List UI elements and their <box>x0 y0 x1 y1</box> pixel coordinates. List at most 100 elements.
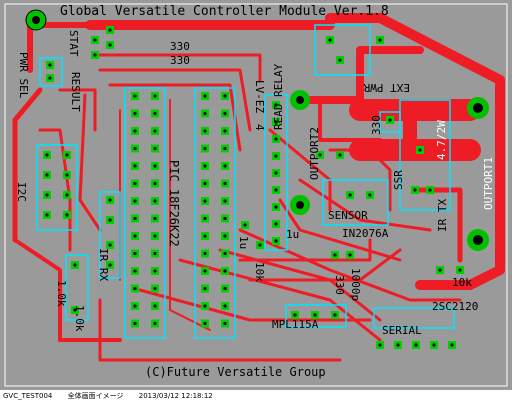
mounting-holes <box>25 9 489 251</box>
pad-drill <box>333 253 337 257</box>
pad-drill <box>274 154 278 158</box>
pad-drill <box>203 129 207 133</box>
pad-drill <box>65 193 69 197</box>
pad-drill <box>203 146 207 151</box>
pad-drill <box>133 94 137 98</box>
pad-drill <box>293 313 297 317</box>
pad-drill <box>133 216 137 221</box>
pad-drill <box>328 38 332 42</box>
serial-pads <box>376 341 456 349</box>
pad-drill <box>133 164 137 168</box>
resistor-1k-outline <box>65 254 89 321</box>
pad-drill <box>73 308 77 312</box>
pad-drill <box>223 321 227 326</box>
serial-header-outline <box>373 307 455 329</box>
pad-drill <box>203 181 207 186</box>
outport2-terminal-top-drill <box>296 96 304 104</box>
label-r2: 1.0k <box>73 305 86 332</box>
pad-drill <box>378 38 382 42</box>
copper-traces <box>12 13 505 362</box>
pad-drill <box>93 53 97 57</box>
pad-drill <box>133 234 137 238</box>
pad-drill <box>333 313 337 317</box>
pic-left-header-outline <box>124 87 166 339</box>
pad-drill <box>274 188 278 192</box>
label-2sc2120: 2SC2120 <box>432 300 478 313</box>
pad-drill <box>223 269 227 273</box>
pad-drill <box>153 269 157 273</box>
pads <box>43 26 464 349</box>
i2c-connector-outline <box>36 144 78 231</box>
ext-pwr-jack-outline <box>314 24 371 76</box>
pad-drill <box>203 321 207 326</box>
pad-drill <box>133 181 137 186</box>
pad-drill <box>438 268 442 272</box>
lv-ez4-pads <box>272 101 280 245</box>
label-r330c: 330 <box>370 115 383 135</box>
pad-drill <box>133 269 137 273</box>
label-r47: 4.7/2W <box>435 120 448 160</box>
pad-drill <box>65 173 69 177</box>
i2c-pads <box>43 151 71 219</box>
label-r1: 1.0k <box>55 280 68 307</box>
label-serial: SERIAL <box>382 324 422 337</box>
outport1-terminal-bottom-drill <box>473 235 483 245</box>
board-footer: (C)Future Versatile Group <box>145 365 326 379</box>
pad-drill <box>223 129 227 133</box>
pad-drill <box>450 343 454 347</box>
pad-drill <box>414 343 418 347</box>
pad-drill <box>428 188 432 192</box>
pad-drill <box>153 129 157 133</box>
sensor-outline <box>322 179 389 226</box>
pad-drill <box>338 58 342 62</box>
pad-drill <box>223 94 227 98</box>
pad-drill <box>203 216 207 221</box>
pad-drill <box>45 193 49 197</box>
pad-drill <box>223 111 227 116</box>
label-stat: STAT <box>67 30 80 57</box>
label-mpl115a: MPL115A <box>272 318 319 331</box>
label-in2076a: IN2076A <box>342 227 389 240</box>
status-view: 全体画面イメージ <box>67 392 124 400</box>
board-substrate <box>0 0 512 390</box>
board-edge <box>4 3 508 387</box>
pad-drill <box>223 286 227 291</box>
pad-drill <box>432 343 436 347</box>
label-i2c: I2C <box>15 182 28 202</box>
pad-drill <box>133 199 137 203</box>
pad-drill <box>153 286 157 291</box>
pad-drill <box>73 263 77 267</box>
pad-drill <box>133 304 137 308</box>
pad-drill <box>388 118 392 122</box>
label-outport1: OUTPORT1 <box>482 157 495 210</box>
pcb-board: Global Versatile Controller Module Ver.1… <box>0 0 512 390</box>
pad-drill <box>45 153 49 157</box>
pad-drill <box>48 63 52 67</box>
label-r330d: 330 <box>333 275 346 295</box>
pad-drill <box>274 205 278 209</box>
pwr-sel-header-outline <box>39 57 63 87</box>
status-file: GVC_TEST004 <box>3 392 53 400</box>
pad-drill <box>318 153 322 157</box>
component-outlines <box>36 24 455 339</box>
pad-drill <box>45 213 49 217</box>
label-result: RESULT <box>69 72 82 112</box>
pad-drill <box>108 28 112 32</box>
pad-drill <box>274 120 278 124</box>
pad-drill <box>108 218 112 222</box>
label-sensor: SENSOR <box>328 209 368 222</box>
pad-drill <box>203 164 207 168</box>
pad-drill <box>378 343 382 347</box>
pad-drill <box>153 321 157 326</box>
pic-left-pads <box>131 92 159 328</box>
status-bar: GVC_TEST004 全体画面イメージ 2013/03/12 12:18:12 <box>0 390 512 402</box>
ssr-outline <box>399 99 451 211</box>
pad-drill <box>203 111 207 116</box>
status-timestamp: 2013/03/12 12:18:12 <box>138 392 213 400</box>
pad-drill <box>348 253 352 257</box>
pad-drill <box>396 343 400 347</box>
pad-drill <box>48 76 52 80</box>
pad-drill <box>108 43 112 47</box>
label-10k-b: 10k <box>452 276 472 289</box>
pad-drill <box>45 173 49 177</box>
